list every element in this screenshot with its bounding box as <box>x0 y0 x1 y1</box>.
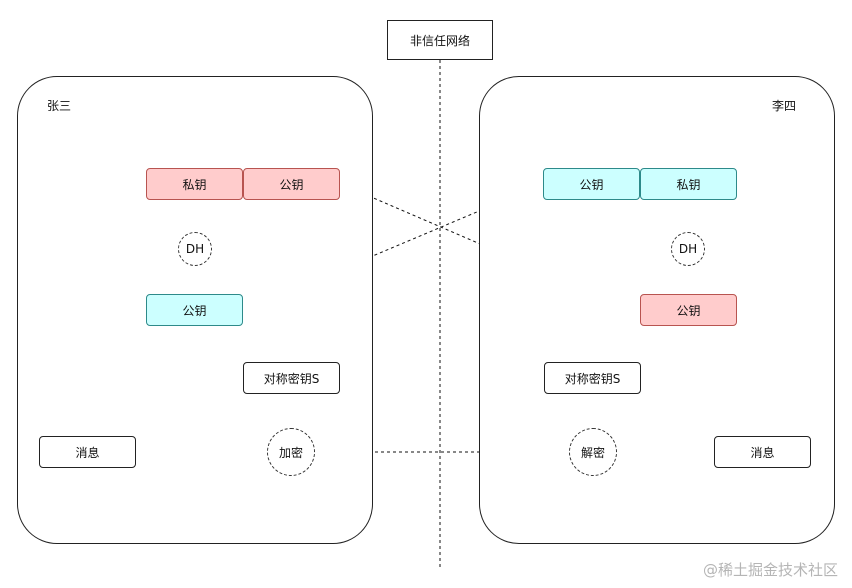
right-dh-node: DH <box>671 232 705 266</box>
untrusted-network-label: 非信任网络 <box>387 20 493 60</box>
panel-lisi-title: 李四 <box>772 99 797 113</box>
right-message: 消息 <box>714 436 811 468</box>
left-dh-node: DH <box>178 232 212 266</box>
left-public-key: 公钥 <box>243 168 340 200</box>
left-encrypt-node: 加密 <box>267 428 315 476</box>
right-symmetric-key: 对称密钥S <box>544 362 641 394</box>
left-received-public-key: 公钥 <box>146 294 243 326</box>
left-message: 消息 <box>39 436 136 468</box>
right-private-key: 私钥 <box>640 168 737 200</box>
left-symmetric-key: 对称密钥S <box>243 362 340 394</box>
left-private-key: 私钥 <box>146 168 243 200</box>
right-public-key: 公钥 <box>543 168 640 200</box>
right-decrypt-node: 解密 <box>569 428 617 476</box>
panel-zhangsan-title: 张三 <box>47 99 72 113</box>
right-received-public-key: 公钥 <box>640 294 737 326</box>
watermark: @稀土掘金技术社区 <box>702 561 838 579</box>
